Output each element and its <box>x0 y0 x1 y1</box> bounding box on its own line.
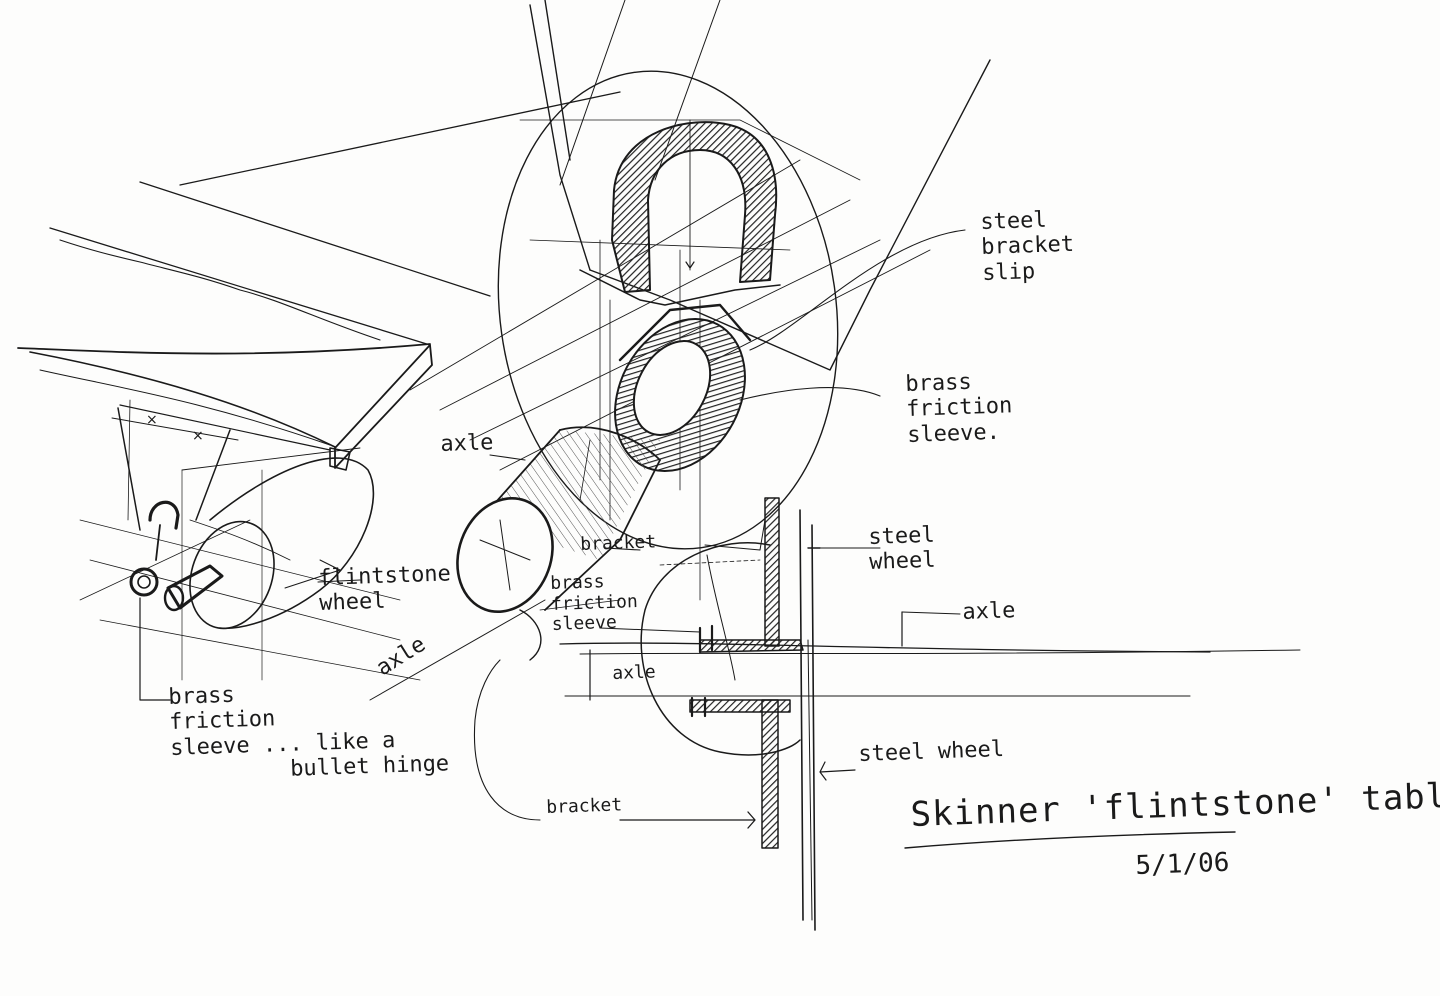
title-underline <box>904 831 1236 849</box>
svg-text:×: × <box>146 412 158 428</box>
label-axle-section: axle <box>611 661 657 684</box>
sketch-date: 5/1/06 <box>1134 847 1230 881</box>
steel-bracket-slip <box>579 119 781 306</box>
label-bracket-center: bracket <box>579 531 657 555</box>
leader-lines <box>317 229 966 583</box>
label-brass-friction-sleeve-left: brass friction sleeve ... like a bullet … <box>168 682 450 786</box>
label-flintstone-wheel: flintstone wheel <box>318 561 452 617</box>
label-axle-top: axle <box>440 430 494 457</box>
label-brass-friction-sleeve-mid: brass friction sleeve <box>549 571 639 636</box>
label-bracket-bottom: bracket <box>545 794 623 818</box>
label-brass-friction-sleeve-top: brass friction sleeve. <box>905 369 1013 448</box>
axle-cylinder <box>369 426 661 701</box>
brass-sleeve-top <box>614 303 752 473</box>
table-top-sketch: × × <box>17 91 621 531</box>
brass-sleeve-mid <box>519 609 542 661</box>
small-sleeve-assembly <box>79 469 421 701</box>
label-axle-right: axle <box>962 598 1016 625</box>
label-steel-wheel-upper: steel wheel <box>868 522 936 576</box>
label-steel-bracket-slip: steel bracket slip <box>980 207 1075 286</box>
flintstone-wheel-left <box>181 447 375 630</box>
svg-text:×: × <box>192 428 204 444</box>
label-steel-wheel-lower: steel wheel <box>858 736 1005 767</box>
cross-section-view <box>473 497 1301 931</box>
